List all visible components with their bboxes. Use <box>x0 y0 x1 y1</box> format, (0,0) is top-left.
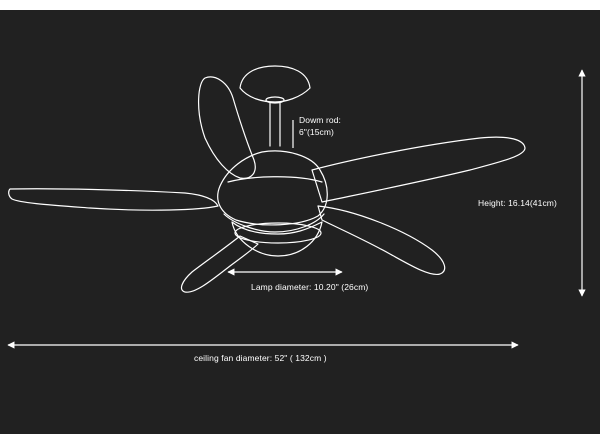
fan-diameter-label: ceiling fan diameter: 52" ( 132cm ) <box>194 353 327 363</box>
height-label: Height: 16.14(41cm) <box>478 198 557 208</box>
fan-drawing <box>7 65 586 349</box>
downrod-label: Dowm rod: <box>299 115 341 125</box>
motor-housing <box>217 150 328 226</box>
canopy <box>239 65 311 103</box>
motor-band <box>227 176 323 183</box>
blade-lower-left <box>180 235 259 293</box>
downrod-value: 6"(15cm) <box>299 127 334 137</box>
downrod <box>269 102 281 147</box>
canopy-collar <box>265 96 285 104</box>
blade-right <box>311 136 526 203</box>
diagram-canvas: Dowm rod: 6"(15cm) Height: 16.14(41cm) L… <box>0 10 600 434</box>
blade-left <box>8 188 219 211</box>
light-rim <box>234 222 322 244</box>
blade-top <box>197 76 256 179</box>
light-glass <box>231 221 323 257</box>
lamp-diameter-label: Lamp diameter: 10.20" (26cm) <box>251 282 369 292</box>
light-bowl <box>223 213 325 233</box>
blade-lower-right <box>317 205 446 276</box>
